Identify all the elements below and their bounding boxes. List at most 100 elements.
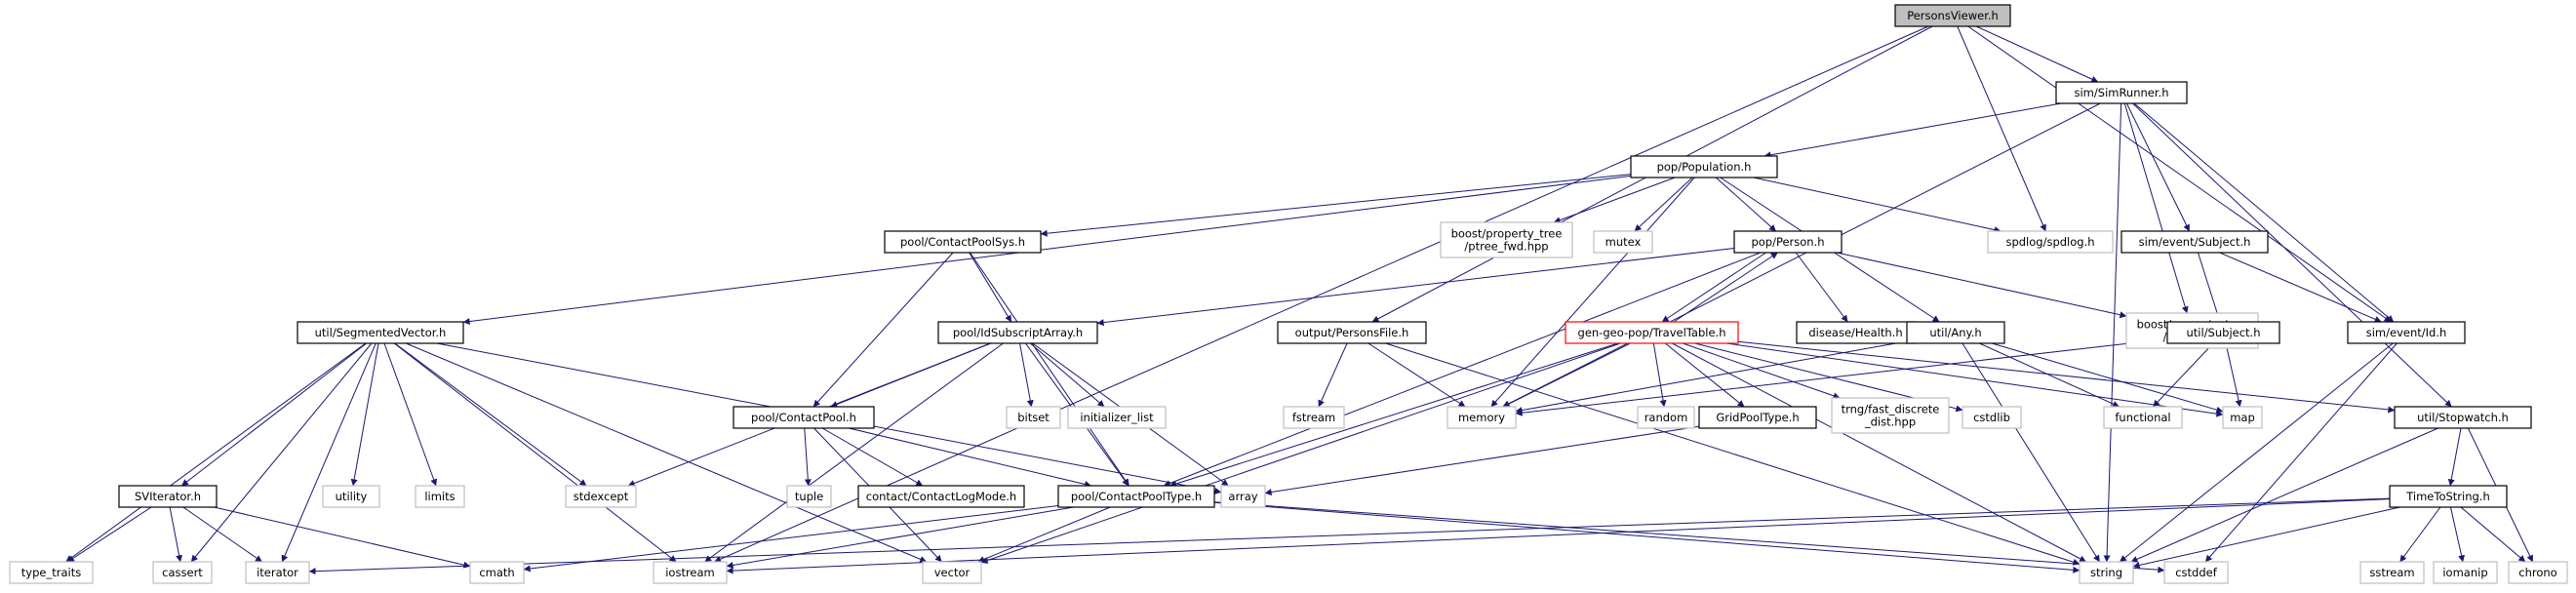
node-box-root	[1894, 4, 2011, 27]
node-simrunner[interactable]: sim/SimRunner.h	[2055, 81, 2188, 104]
node-stdexcept: stdexcept	[565, 485, 637, 508]
edge-idsub-to-initlist	[1030, 342, 1105, 408]
node-box-vector	[922, 561, 982, 584]
edge-simrunner-to-memory	[1502, 102, 2101, 408]
edge-gridpool-to-array	[1264, 425, 1700, 495]
edge-travel-to-cpt	[1169, 342, 1619, 488]
node-usubject[interactable]: util/Subject.h	[2166, 321, 2280, 344]
node-label-tuple: tuple	[795, 490, 823, 503]
edge-travel-to-memory	[1502, 342, 1631, 408]
node-disease[interactable]: disease/Health.h	[1796, 321, 1916, 344]
node-box-cstddef	[2163, 561, 2229, 584]
node-subject[interactable]: sim/event/Subject.h	[2120, 230, 2269, 254]
node-utility: utility	[322, 485, 380, 508]
node-box-simrunner	[2055, 81, 2188, 104]
node-trng: trng/fast_discrete_dist.hpp	[1831, 397, 1950, 434]
node-label-simrunner: sim/SimRunner.h	[2075, 86, 2169, 99]
edge-cpt-to-iostream	[726, 506, 1074, 569]
node-label-stopwatch: util/Stopwatch.h	[2417, 411, 2509, 424]
node-label-random: random	[1645, 411, 1688, 424]
node-personsfile[interactable]: output/PersonsFile.h	[1277, 321, 1427, 344]
node-label-map: map	[2230, 411, 2255, 424]
edge-population-to-cps	[1040, 174, 1632, 237]
node-tuple: tuple	[786, 485, 832, 508]
node-gridpool[interactable]: GridPoolType.h	[1698, 406, 1817, 429]
node-label-disease: disease/Health.h	[1808, 326, 1902, 339]
node-label-gridpool: GridPoolType.h	[1716, 411, 1799, 424]
edge-timetostring-to-sstream	[2399, 506, 2441, 563]
node-timetostring[interactable]: TimeToString.h	[2389, 485, 2508, 508]
node-label-ptreefwd-1: /ptree_fwd.hpp	[1464, 240, 1548, 254]
node-box-timetostring	[2389, 485, 2508, 508]
edge-root-to-eventid	[1967, 25, 2392, 323]
node-label-utility: utility	[336, 490, 368, 503]
edge-segvec-to-sviterator	[180, 342, 368, 487]
node-contactpool[interactable]: pool/ContactPool.h	[733, 406, 875, 429]
edge-contactpool-to-cpt	[849, 427, 1092, 488]
node-label-cstddef: cstddef	[2175, 566, 2217, 579]
node-cpt[interactable]: pool/ContactPoolType.h	[1057, 485, 1215, 508]
node-vector: vector	[922, 561, 982, 584]
node-label-sviterator: SVIterator.h	[135, 490, 201, 503]
node-box-utility	[322, 485, 380, 508]
edge-usubject-to-memory	[1515, 338, 2168, 416]
node-bitset: bitset	[1006, 406, 1061, 429]
node-label-functional: functional	[2115, 411, 2170, 424]
node-box-iostream	[653, 561, 728, 584]
node-contactlog[interactable]: contact/ContactLogMode.h	[857, 485, 1025, 508]
edge-personsfile-to-string	[1385, 342, 2081, 566]
node-box-stdexcept	[565, 485, 637, 508]
node-segvec[interactable]: util/SegmentedVector.h	[297, 321, 464, 344]
node-iterator: iterator	[245, 561, 310, 584]
node-box-string	[2079, 561, 2134, 584]
node-sviterator[interactable]: SVIterator.h	[118, 485, 218, 508]
node-box-personsfile	[1277, 321, 1427, 344]
node-box-random	[1637, 406, 1695, 429]
edge-timetostring-to-iomanip	[2449, 506, 2465, 563]
node-box-typetraits	[9, 561, 94, 584]
node-label-iostream: iostream	[665, 566, 715, 579]
edge-person-to-cpt	[1163, 252, 1762, 487]
node-travel[interactable]: gen-geo-pop/TravelTable.h	[1565, 321, 1739, 344]
edge-any-to-string	[1962, 342, 2101, 563]
node-cps[interactable]: pool/ContactPoolSys.h	[884, 230, 1042, 254]
node-person[interactable]: pop/Person.h	[1733, 230, 1843, 254]
node-eventid[interactable]: sim/event/Id.h	[2347, 321, 2466, 344]
node-box-fstream	[1283, 406, 1345, 429]
node-iomanip: iomanip	[2433, 561, 2498, 584]
node-map: map	[2222, 406, 2263, 429]
edge-sviterator-to-cassert	[169, 506, 183, 563]
node-label-root: PersonsViewer.h	[1907, 9, 1999, 22]
edge-timetostring-to-chrono	[2460, 506, 2526, 563]
node-box-sstream	[2359, 561, 2425, 584]
edge-personsfile-to-memory	[1367, 342, 1466, 408]
edge-cps-to-contactpool	[812, 252, 954, 408]
node-population[interactable]: pop/Population.h	[1630, 155, 1778, 178]
node-box-cstdlib	[1962, 406, 2022, 429]
node-label-cmath: cmath	[479, 566, 514, 579]
edge-segvec-to-limits	[383, 342, 438, 487]
node-root[interactable]: PersonsViewer.h	[1894, 4, 2011, 27]
edge-idsub-to-bitset	[1019, 342, 1034, 408]
edge-person-to-travel	[1661, 252, 1766, 323]
node-box-stopwatch	[2394, 406, 2532, 429]
edge-sviterator-to-iterator	[182, 506, 262, 563]
edge-timetostring-to-iostream	[726, 498, 2391, 574]
node-idsub[interactable]: pool/IdSubscriptArray.h	[937, 321, 1098, 344]
node-box-cpt	[1057, 485, 1215, 508]
edge-eventid-to-string	[2119, 342, 2394, 563]
node-label-bitset: bitset	[1017, 411, 1050, 424]
node-stopwatch[interactable]: util/Stopwatch.h	[2394, 406, 2532, 429]
node-mutex: mutex	[1593, 230, 1653, 254]
node-box-cps	[884, 230, 1042, 254]
node-label-trng-0: trng/fast_discrete	[1842, 403, 1940, 416]
node-iostream: iostream	[653, 561, 728, 584]
node-label-stdexcept: stdexcept	[574, 490, 629, 503]
node-label-string: string	[2090, 566, 2122, 579]
node-any[interactable]: util/Any.h	[1906, 321, 2005, 344]
edge-contactpool-to-tuple	[804, 427, 812, 487]
node-label-person: pop/Person.h	[1751, 235, 1824, 249]
edge-travel-to-vector	[980, 342, 1621, 564]
node-label-chrono: chrono	[2518, 566, 2556, 579]
node-label-cps: pool/ContactPoolSys.h	[900, 235, 1025, 249]
